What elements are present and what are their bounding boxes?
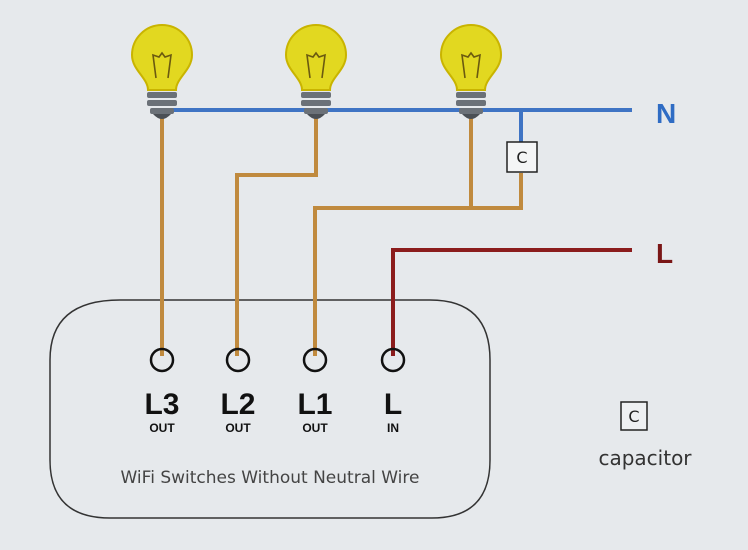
terminal-screw <box>302 347 328 373</box>
bulb-base-ring <box>459 108 483 114</box>
capacitor-box <box>506 141 538 173</box>
terminal-direction: OUT <box>149 421 175 435</box>
terminal-direction: IN <box>387 421 399 435</box>
light-bulb <box>439 24 503 119</box>
bulb-tip <box>462 114 480 119</box>
capacitor-to-load-wire <box>471 173 523 210</box>
bulb-base-ring <box>456 100 486 106</box>
terminal-l: LIN <box>380 347 406 435</box>
bulb-base-ring <box>147 100 177 106</box>
terminal-screw <box>380 347 406 373</box>
bulbs-group <box>130 24 503 119</box>
bulb-glass <box>130 24 194 91</box>
terminal-direction: OUT <box>302 421 328 435</box>
bulb-base-ring <box>301 100 331 106</box>
legend: C capacitor <box>598 401 692 470</box>
terminal-name: L3 <box>144 388 179 421</box>
load-wire-l1 <box>313 118 473 356</box>
bulb-base-ring <box>301 92 331 98</box>
bulb-base-ring <box>147 92 177 98</box>
bulb-filament-icon <box>461 51 481 79</box>
capacitor-component: C <box>506 141 538 173</box>
bulb-tip <box>307 114 325 119</box>
live-wire <box>391 248 632 356</box>
light-bulb <box>284 24 348 119</box>
switch-module-outline <box>49 299 491 519</box>
terminal-screw <box>225 347 251 373</box>
capacitor-symbol: C <box>516 148 527 167</box>
live-label: L <box>656 238 673 269</box>
terminal-direction: OUT <box>225 421 251 435</box>
bulb-tip <box>153 114 171 119</box>
bulb-base-ring <box>150 108 174 114</box>
bulb-filament-icon <box>306 51 326 79</box>
light-bulb <box>130 24 194 119</box>
load-wire-l2 <box>235 118 318 356</box>
terminal-name: L2 <box>220 388 255 421</box>
bulb-glass <box>284 24 348 91</box>
bulb-filament-icon <box>152 51 172 79</box>
terminal-name: L1 <box>297 388 332 421</box>
legend-capacitor-symbol: C <box>628 407 639 426</box>
legend-capacitor-label: capacitor <box>598 446 692 470</box>
neutral-label: N <box>656 98 676 129</box>
module-caption: WiFi Switches Without Neutral Wire <box>121 468 420 488</box>
terminal-name: L <box>384 388 402 421</box>
bulb-base-ring <box>456 92 486 98</box>
legend-capacitor-box <box>620 401 648 431</box>
bulb-base-ring <box>304 108 328 114</box>
terminal-screw <box>149 347 175 373</box>
bulb-glass <box>439 24 503 91</box>
